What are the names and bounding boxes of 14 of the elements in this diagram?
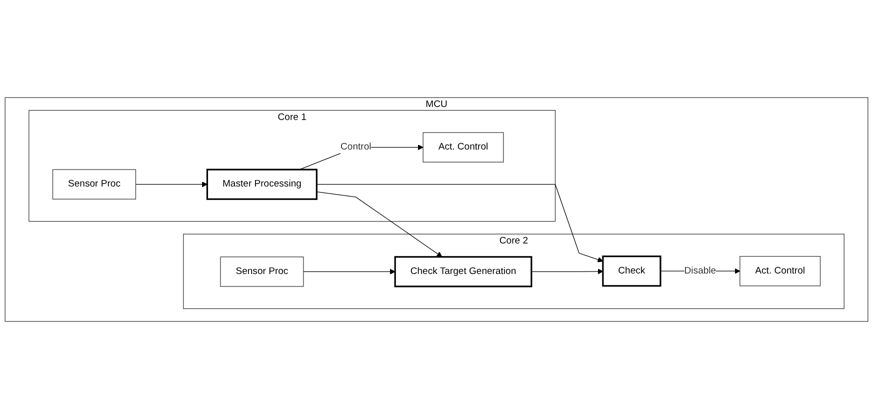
arrow <box>303 268 396 274</box>
arrow <box>316 184 604 262</box>
node-box: Act. Control <box>740 256 821 286</box>
node-box: Master Processing <box>206 168 318 200</box>
arrow <box>316 191 442 258</box>
edge-label: Control <box>340 141 372 152</box>
arrow <box>135 182 208 188</box>
arrow <box>531 268 604 274</box>
edge-label: Disable <box>684 265 716 276</box>
node-box: Sensor Proc <box>220 256 304 287</box>
node-box: Check <box>602 256 662 287</box>
node-box: Check Target Generation <box>394 256 532 288</box>
node-box: Sensor Proc <box>52 169 136 200</box>
node-box: Act. Control <box>422 132 504 162</box>
